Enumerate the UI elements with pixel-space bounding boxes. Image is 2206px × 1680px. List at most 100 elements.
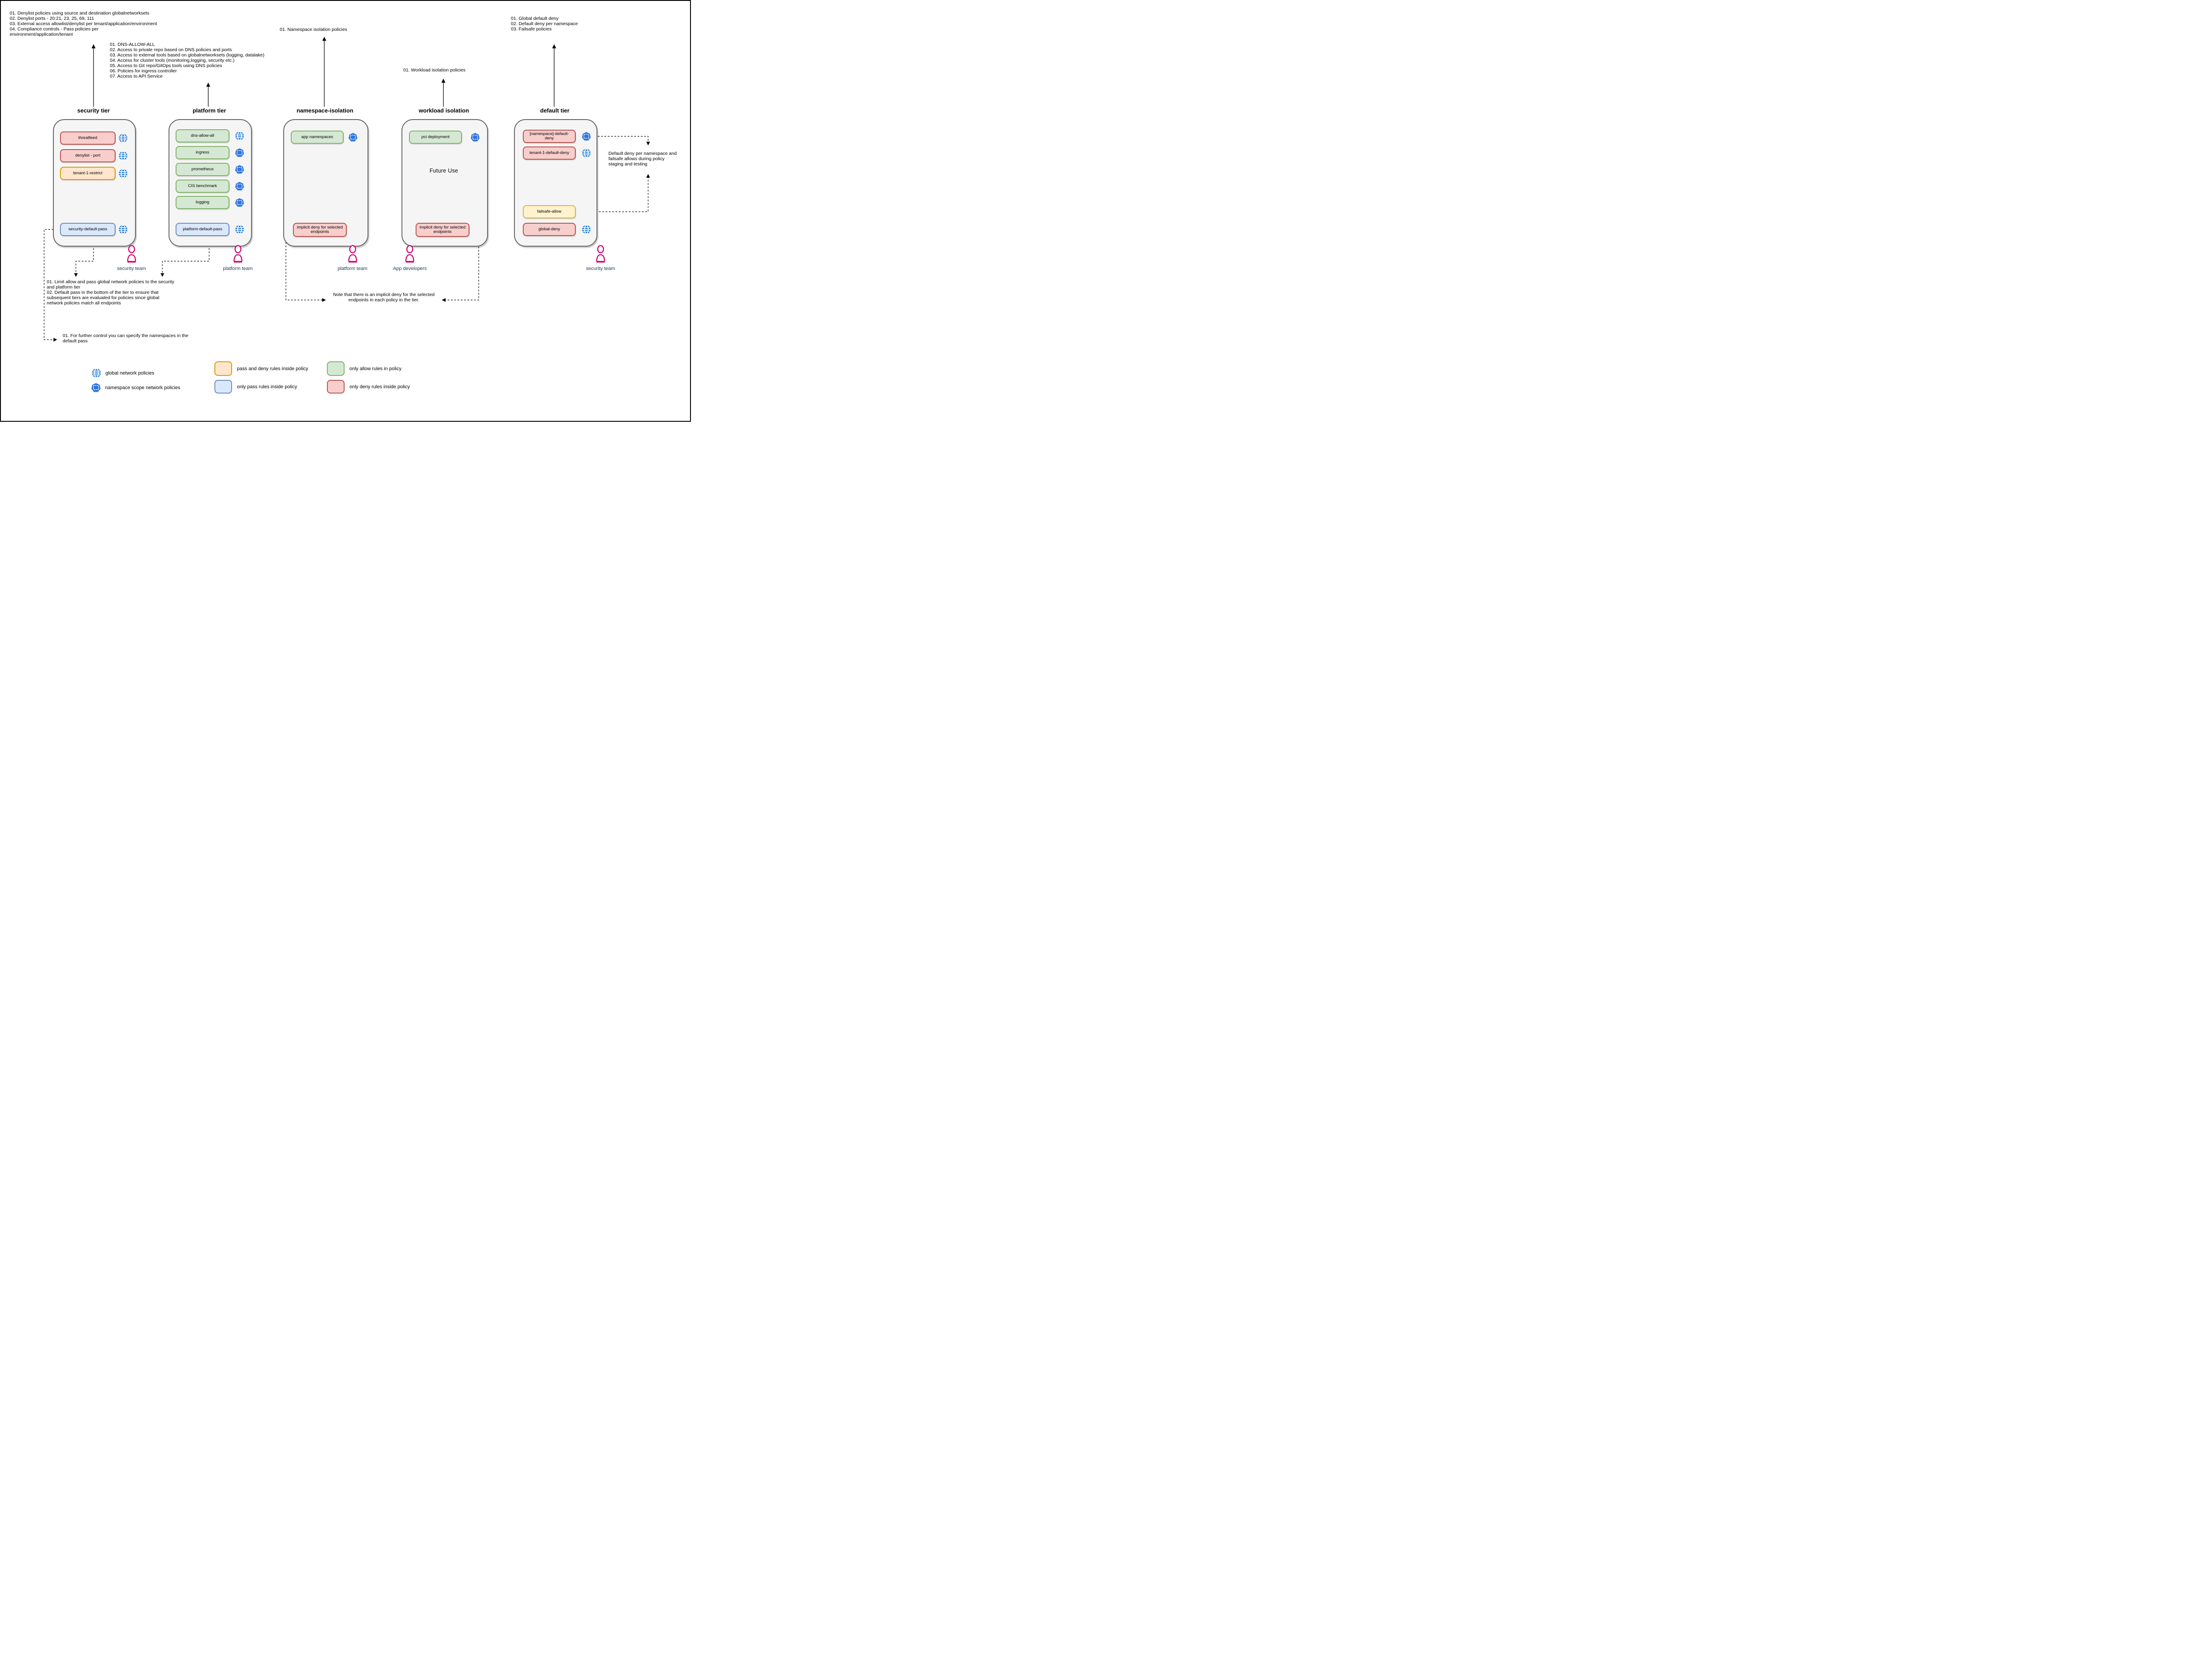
default-tier-notes-line: 01. Global default deny xyxy=(511,16,559,21)
policy-pill-prometheus: prometheus xyxy=(176,163,229,176)
policy-pill-global-deny: global-deny xyxy=(523,223,576,236)
namespace-default-deny-to-staging-note xyxy=(591,136,650,146)
team-platform-team: platform team xyxy=(338,245,368,271)
legend-namespace-scope-policy-icon xyxy=(91,382,101,395)
team-label: security team xyxy=(117,266,146,271)
legend-swatch-passdeny xyxy=(214,361,232,376)
policy-pill-tenant-1-default-deny: tenant-1-default-deny xyxy=(523,146,576,160)
platform-tier-to-limit-note xyxy=(160,245,210,277)
limit-allow-pass-note-line: and platform tier xyxy=(47,285,80,290)
legend-swatch-deny xyxy=(327,380,345,394)
team-app-developers: App developers xyxy=(393,245,427,271)
legend-swatch-label: only allow rules in policy xyxy=(349,366,401,371)
tier-center-label: Future Use xyxy=(429,168,458,174)
global-network-policy-icon xyxy=(235,225,244,234)
tier-title: security tier xyxy=(77,107,110,114)
security-tier-notes-line: 03. External access allowlist/denylist p… xyxy=(10,21,157,26)
diagram-canvas: 01. Denylist policies using source and d… xyxy=(0,0,691,422)
security-tier-notes-line: 01. Denylist policies using source and d… xyxy=(10,11,150,16)
limit-allow-pass-note: 01. Limit allow and pass global network … xyxy=(47,279,174,306)
namespace-scope-policy-icon xyxy=(348,132,358,142)
policy-pill-dns-allow-all: dns-allow-all xyxy=(176,129,229,142)
legend-swatch-label: pass and deny rules inside policy xyxy=(237,366,308,371)
namespace-isolation-notes-line: 01. Namespace isolation policies xyxy=(280,27,347,32)
global-network-policy-icon xyxy=(582,225,591,234)
workload-isolation-notes-line: 01. Workload isolation policies xyxy=(403,68,466,73)
legend-icon-label: namespace scope network policies xyxy=(105,385,180,390)
namespace-scope-policy-icon xyxy=(582,131,591,141)
tier-title: workload isolation xyxy=(418,107,469,114)
platform-tier-notes-line: 02. Access to private repo based on DNS … xyxy=(110,47,232,52)
staging-testing-note-line: Default deny per namespace and xyxy=(608,151,677,156)
person-icon xyxy=(231,245,245,265)
staging-testing-note-line: failsafe allows during policy xyxy=(608,156,665,161)
limit-allow-pass-note-line: 01. Limit allow and pass global network … xyxy=(47,279,174,285)
global-network-policy-icon xyxy=(582,148,591,158)
person-icon xyxy=(403,245,417,265)
further-control-note-line: default pass xyxy=(63,338,88,344)
security-tier-to-limit-note xyxy=(74,245,94,277)
default-tier-notes-line: 02. Default deny per namespace xyxy=(511,21,578,26)
policy-pill-security-default-pass: security-default-pass xyxy=(60,223,116,236)
platform-tier-notes-line: 04. Access for cluster tools (monitoring… xyxy=(110,58,235,63)
global-network-policy-icon xyxy=(118,225,128,234)
namespace-scope-policy-icon xyxy=(470,132,480,142)
platform-tier-notes-line: 07. Access to API Service xyxy=(110,74,163,79)
staging-testing-note-line: staging and testing xyxy=(608,161,648,167)
policy-pill-implicit-deny-for-selected-endpoints: implicit deny for selected endpoints xyxy=(293,223,347,237)
namespace-scope-policy-icon xyxy=(235,165,244,174)
policy-pill-implicit-deny-for-selected-endpoints: implicit deny for selected endpoints xyxy=(416,223,469,237)
tier-title: namespace-isolation xyxy=(296,107,353,114)
namespace-scope-policy-icon xyxy=(235,181,244,191)
further-control-note-line: 01. For further control you can specify … xyxy=(63,333,188,338)
global-network-policy-icon xyxy=(118,151,128,161)
policy-pill-ingress: ingress xyxy=(176,146,229,159)
policy-pill-failsafe-allow: failsafe-allow xyxy=(523,205,576,218)
implicit-deny-note: Note that there is an implicit deny for … xyxy=(333,292,435,303)
security-tier-notes-line: environment/application/tenant xyxy=(10,32,73,37)
person-icon xyxy=(124,245,139,265)
security-tier-notes: 01. Denylist policies using source and d… xyxy=(10,11,157,37)
policy-pill-pci-deployment: pci deployment xyxy=(409,131,462,144)
policy-pill-app-namespaces: app namespaces xyxy=(291,131,344,144)
policy-pill-platform-default-pass: platform-default-pass xyxy=(176,223,229,236)
namespace-scope-policy-icon xyxy=(235,198,244,207)
legend-swatch-label: only deny rules inside policy xyxy=(349,384,410,390)
limit-allow-pass-note-line: network policies match all endpoints xyxy=(47,300,121,306)
policy-pill-denylist-port: denylist - port xyxy=(60,149,116,162)
legend-swatch-pass xyxy=(214,380,232,394)
team-label: security team xyxy=(586,266,615,271)
legend-global-network-policy-icon xyxy=(91,368,101,380)
policy-pill-tenant-1-restrict: tenant-1-restrict xyxy=(60,167,116,180)
global-network-policy-icon xyxy=(235,131,244,141)
namespace-scope-policy-icon xyxy=(235,148,244,158)
legend-swatch-allow xyxy=(327,361,345,376)
further-control-note: 01. For further control you can specify … xyxy=(63,333,188,344)
policy-pill-threatfeed: threatfeed xyxy=(60,131,116,145)
team-label: platform team xyxy=(223,266,253,271)
platform-tier-notes-line: 03. Access to external tools based on gl… xyxy=(110,52,265,58)
implicit-deny-note-line: Note that there is an implicit deny for … xyxy=(333,292,435,297)
person-icon xyxy=(345,245,360,265)
team-security-team: security team xyxy=(117,245,146,271)
legend-icon-label: global network policies xyxy=(105,371,154,376)
limit-allow-pass-note-line: 02. Default pass in the bottom of the ti… xyxy=(47,290,159,295)
security-tier-notes-line: 02. Denylist ports - 20:21, 23, 25, 69, … xyxy=(10,16,94,21)
limit-allow-pass-note-line: subsequent tiers are evaluated for polic… xyxy=(47,295,160,300)
workload-isolation-notes: 01. Workload isolation policies xyxy=(403,68,465,73)
security-tier-notes-line: 04. Compliance controls - Pass policies … xyxy=(10,26,99,32)
platform-tier-notes-line: 06. Policies for ingress controller xyxy=(110,68,177,74)
policy-pill-cis-benchmark: CIS benchmark xyxy=(176,180,229,193)
global-network-policy-icon xyxy=(118,169,128,178)
team-label: platform team xyxy=(338,266,368,271)
implicit-deny-note-line: endpoints in each policy in the tier. xyxy=(348,297,420,303)
team-platform-team: platform team xyxy=(223,245,253,271)
global-network-policy-icon xyxy=(118,133,128,143)
policy-pill--namespace-default-deny: [namespace]-default-deny xyxy=(523,130,576,143)
default-tier-notes-line: 03. Failsafe policies xyxy=(511,26,552,32)
tier-title: default tier xyxy=(540,107,570,114)
team-security-team: security team xyxy=(586,245,615,271)
